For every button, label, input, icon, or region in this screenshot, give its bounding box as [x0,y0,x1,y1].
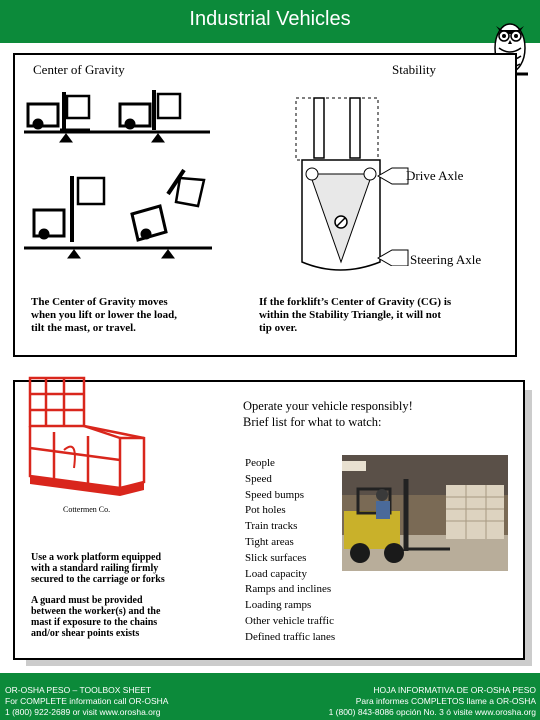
axle-pointers [376,167,409,266]
list-item: People [245,457,275,469]
drive-axle-label: Drive Axle [406,168,464,183]
guard-caption: A guard must be provided between the wor… [31,595,161,639]
list-item: Defined traffic lanes [245,630,336,643]
warehouse-forklift-photo [342,455,508,571]
cg-caption: The Center of Gravity moves when you lif… [31,296,177,334]
operate-heading: Operate your vehicle responsibly! Brief … [243,399,413,429]
forklift-icon [24,176,212,259]
work-platform-icon [28,376,146,496]
footer-left: OR-OSHA PESO – TOOLBOX SHEET For COMPLET… [5,685,169,717]
footer-bar [0,673,540,720]
list-item: Ramps and inclines [245,583,332,596]
list-item: Load capacity [245,567,307,580]
forklift-icon [118,90,182,143]
title-bar [0,0,540,43]
footer-right: HOJA INFORMATIVA DE OR-OSHA PESO Para in… [328,685,536,717]
list-item: Loading ramps [245,599,312,612]
stability-heading: Stability [392,62,437,77]
platform-caption: Use a work platform equipped with a stan… [31,552,165,585]
list-item: Tight areas [245,535,294,548]
platform-credit: Cottermen Co. [63,505,111,514]
stability-triangle-icon [295,97,381,271]
forklift-icon [130,168,206,259]
steering-axle-label: Steering Axle [410,252,482,267]
center-of-gravity-illustration [24,90,212,259]
page-title: Industrial Vehicles [189,8,351,30]
forklift-icon [24,92,210,143]
list-item: Speed bumps [245,488,304,501]
list-item: Slick surfaces [245,551,307,564]
triangle-caption: If the forklift’s Center of Gravity (CG)… [259,296,452,334]
list-item: Train tracks [245,520,298,533]
center-of-gravity-heading: Center of Gravity [33,62,125,77]
watch-list: People Speed Speed bumps Pot holes Train… [245,456,335,646]
list-item: Other vehicle traffic [245,614,334,627]
list-item: Pot holes [245,504,286,517]
list-item: Speed [245,472,272,485]
